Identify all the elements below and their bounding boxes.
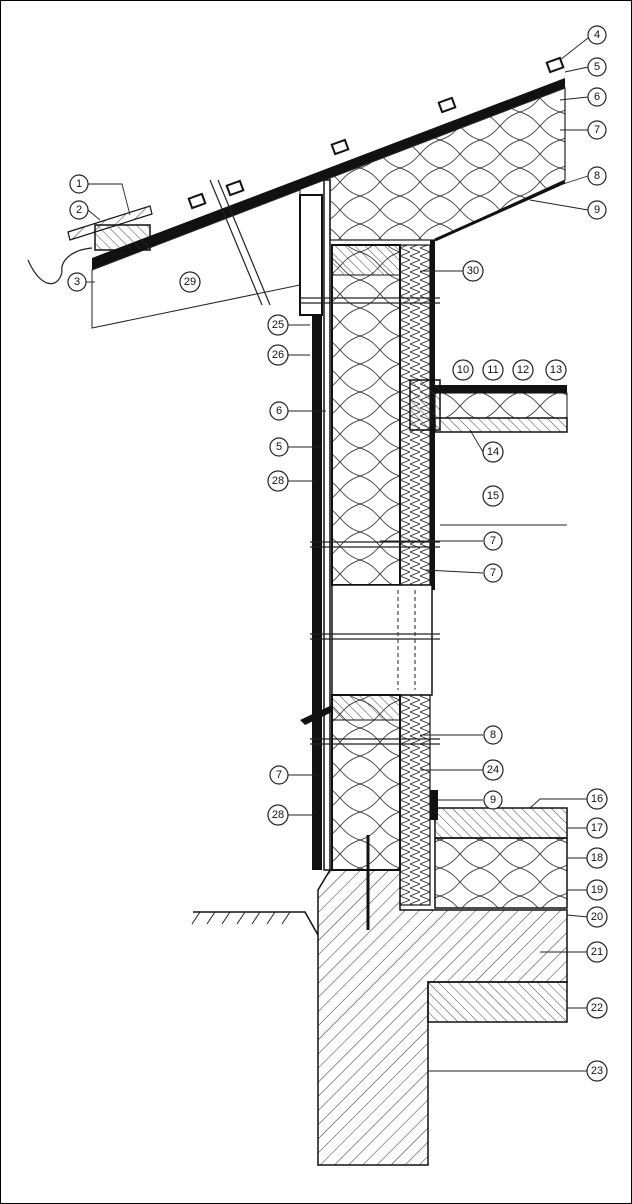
callout-12: 12 (512, 359, 534, 381)
callout-6: 6 (587, 87, 607, 107)
svg-text:7: 7 (490, 567, 496, 579)
svg-text:29: 29 (184, 276, 196, 288)
svg-text:1: 1 (76, 178, 82, 190)
callout-15: 15 (482, 485, 504, 507)
svg-text:28: 28 (272, 809, 284, 821)
svg-text:8: 8 (490, 729, 496, 741)
wall-assembly (299, 179, 440, 906)
callout-13: 13 (545, 359, 567, 381)
svg-text:26: 26 (272, 349, 284, 361)
callout-30: 30 (462, 260, 484, 282)
svg-text:23: 23 (591, 1065, 603, 1077)
svg-text:17: 17 (591, 822, 603, 834)
upper-floor (409, 379, 568, 433)
svg-text:14: 14 (487, 446, 499, 458)
callout-19: 19 (586, 879, 608, 901)
callout-22: 22 (586, 997, 608, 1019)
svg-text:12: 12 (517, 364, 529, 376)
callout-9-wall: 9 (483, 790, 503, 810)
svg-text:22: 22 (591, 1002, 603, 1014)
svg-text:7: 7 (594, 124, 600, 136)
callout-6-wall: 6 (269, 401, 289, 421)
svg-text:21: 21 (591, 946, 603, 958)
svg-text:16: 16 (591, 793, 603, 805)
callout-21: 21 (586, 941, 608, 963)
callout-2: 2 (69, 200, 89, 220)
svg-text:5: 5 (276, 441, 282, 453)
svg-text:6: 6 (276, 405, 282, 417)
svg-text:3: 3 (74, 276, 80, 288)
svg-text:7: 7 (490, 535, 496, 547)
callout-1: 1 (69, 174, 89, 194)
svg-text:9: 9 (594, 204, 600, 216)
callout-8: 8 (587, 166, 607, 186)
svg-text:30: 30 (467, 265, 479, 277)
callout-20: 20 (586, 906, 608, 928)
svg-text:28: 28 (272, 475, 284, 487)
ground-floor-foundation (191, 807, 568, 1166)
callout-16: 16 (586, 788, 608, 810)
callout-7-wall-upper: 7 (483, 531, 503, 551)
svg-text:13: 13 (550, 364, 562, 376)
callout-28: 28 (267, 470, 289, 492)
svg-text:9: 9 (490, 794, 496, 806)
callout-23: 23 (586, 1060, 608, 1082)
callout-5-wall: 5 (269, 437, 289, 457)
svg-text:19: 19 (591, 884, 603, 896)
svg-text:25: 25 (272, 319, 284, 331)
svg-text:18: 18 (591, 852, 603, 864)
svg-text:4: 4 (594, 29, 600, 41)
callout-11: 11 (482, 359, 504, 381)
callout-7-ground: 7 (269, 765, 289, 785)
callout-8-wall: 8 (483, 725, 503, 745)
svg-text:20: 20 (591, 911, 603, 923)
callout-3: 3 (67, 272, 87, 292)
callout-24: 24 (482, 759, 504, 781)
callout-17: 17 (586, 817, 608, 839)
svg-text:15: 15 (487, 490, 499, 502)
callout-7-wall-lower: 7 (483, 563, 503, 583)
svg-text:2: 2 (76, 204, 82, 216)
callout-29: 29 (179, 271, 201, 293)
leader-lines (86, 37, 589, 1072)
callout-9: 9 (587, 200, 607, 220)
callout-18: 18 (586, 847, 608, 869)
callout-7: 7 (587, 120, 607, 140)
callout-26: 26 (267, 344, 289, 366)
svg-text:24: 24 (487, 764, 499, 776)
callout-4: 4 (587, 25, 607, 45)
svg-text:11: 11 (487, 364, 498, 376)
roof-assembly (27, 56, 566, 329)
callout-10: 10 (452, 359, 474, 381)
callout-5: 5 (587, 57, 607, 77)
svg-text:7: 7 (276, 769, 282, 781)
svg-text:6: 6 (594, 91, 600, 103)
callout-25: 25 (267, 314, 289, 336)
svg-text:8: 8 (594, 170, 600, 182)
callout-28-ground: 28 (267, 804, 289, 826)
svg-text:10: 10 (457, 364, 469, 376)
svg-text:5: 5 (594, 61, 600, 73)
callout-14: 14 (482, 441, 504, 463)
